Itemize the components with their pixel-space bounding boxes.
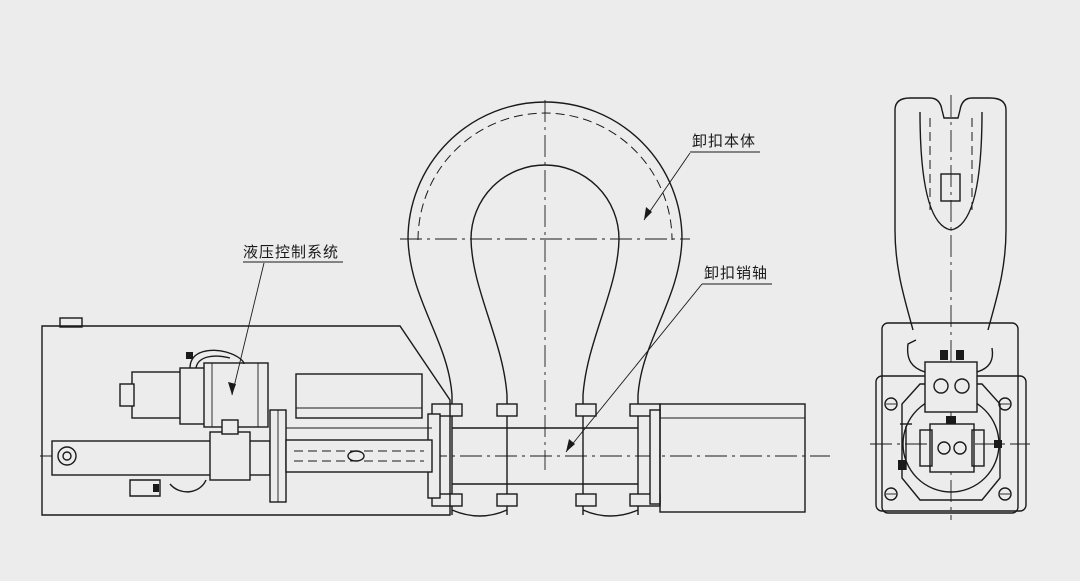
label-hydraulic-control-system: 液压控制系统 [243,243,339,261]
side-view [875,97,1027,514]
leader-lines [228,152,703,453]
shackle-pin [427,403,806,513]
hydraulic-unit [41,317,451,516]
label-shackle-body: 卸扣本体 [692,132,756,150]
label-shackle-pin: 卸扣销轴 [704,264,768,282]
shackle-body [407,101,683,517]
